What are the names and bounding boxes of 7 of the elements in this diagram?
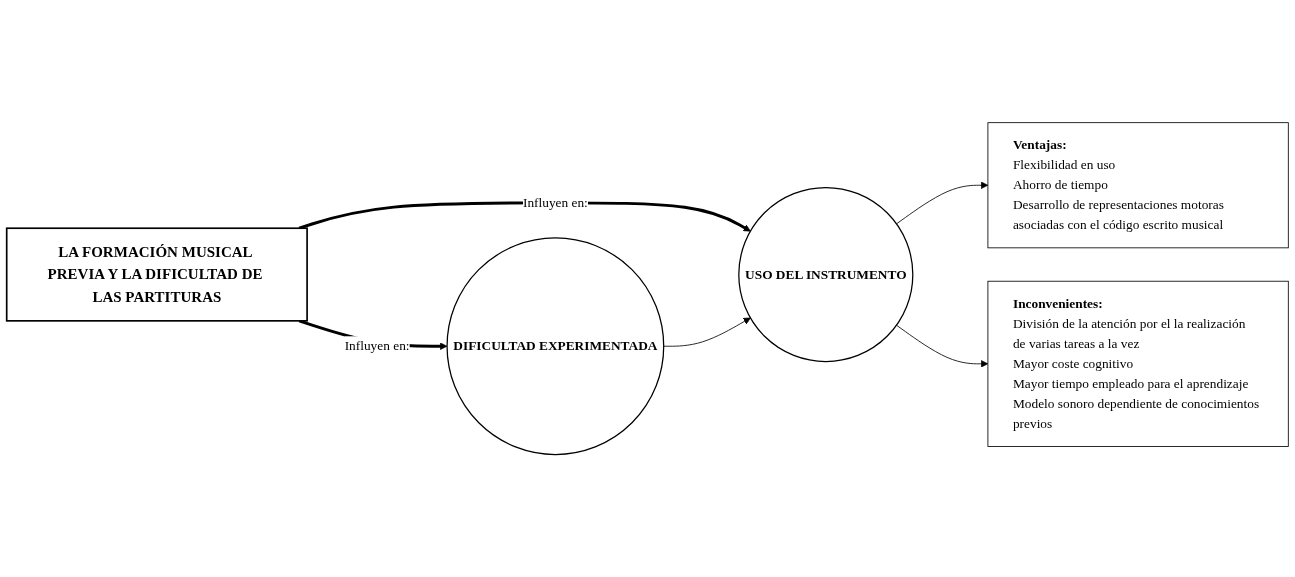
edge-label: Influyen en:: [344, 338, 410, 353]
node-circle: DIFICULTAD EXPERIMENTADA: [446, 237, 665, 456]
node-box: LA FORMACIÓN MUSICAL PREVIA Y LA DIFICULTAD DE LAS PARTITURAS: [5, 227, 308, 322]
node-box: Inconvenientes: División de la atención por el la realización de varias tareas a la vez Mayor coste cognitivo Mayor tiempo empleado para el aprendizaje Modelo sonoro dependiente de conocimientos previos: [987, 280, 1289, 447]
node-circle: USO DEL INSTRUMENTO: [738, 186, 914, 363]
node-box: Ventajas: Flexibilidad en uso Ahorro de tiempo Desarrollo de representaciones motoras asociadas con el código escrito musical: [987, 122, 1289, 249]
edge-label: Influyen en:: [522, 195, 588, 210]
